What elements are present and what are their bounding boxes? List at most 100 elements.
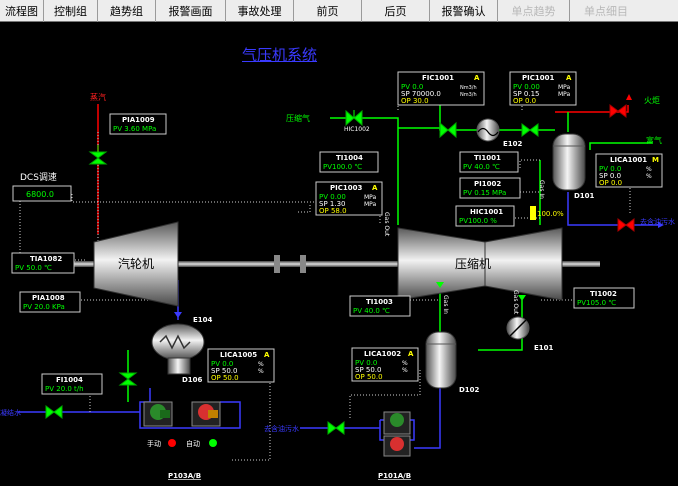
hic1001-bar-value: 100.0%: [537, 210, 564, 218]
pic1001-valve[interactable]: [521, 123, 539, 137]
d101-drain-valve[interactable]: [617, 218, 635, 232]
to-water-label: 去含油污水: [640, 217, 675, 226]
lica1005-sp-unit: %: [258, 368, 264, 375]
steam-control-valve[interactable]: [88, 145, 108, 165]
lica1005-pv-unit: %: [258, 361, 264, 368]
rich-gas-label: 富气: [646, 135, 662, 145]
fic1001-sp: SP 70000.0: [401, 90, 441, 98]
pump-p101a[interactable]: [383, 411, 411, 435]
lica1002-valve[interactable]: [327, 421, 345, 435]
lica1005-sp: SP 50.0: [211, 367, 237, 375]
condensate-label: 凝结水: [0, 408, 21, 417]
pia1008-box[interactable]: PIA1008 PV 20.0 KPa: [19, 291, 81, 313]
hic1001-box[interactable]: HIC1001 PV100.0 %: [455, 205, 515, 227]
lica1001-pv-unit: %: [646, 166, 652, 173]
menu-trend-group[interactable]: 趋势组: [98, 0, 156, 22]
e104-label: E104: [193, 316, 213, 324]
fi1004-tag: FI1004: [56, 376, 83, 384]
lica1002-box[interactable]: LICA1002 A PV 0.0 % SP 50.0 % OP 50.0: [351, 347, 419, 382]
pic1003-tag: PIC1003: [330, 184, 362, 192]
lica1005-mode: A: [264, 351, 270, 359]
auto-label: 自动: [186, 439, 200, 448]
pic1001-pv-unit: MPa: [558, 84, 571, 91]
fic1001-valve[interactable]: [439, 121, 457, 139]
lica1002-sp: SP 50.0: [355, 366, 381, 374]
ti1003-pv: PV 40.0 ℃: [353, 307, 390, 315]
lica1001-op: OP 0.0: [599, 179, 622, 187]
pump-p101b[interactable]: [383, 435, 411, 457]
lica1005-op: OP 50.0: [211, 374, 239, 382]
pic1003-sp: SP 1.30: [319, 200, 345, 208]
lica1001-mode: M: [652, 156, 659, 164]
e104-condenser[interactable]: [151, 323, 205, 375]
pump-p103a[interactable]: [143, 401, 173, 427]
auto-lamp[interactable]: [209, 439, 217, 447]
pic1001-box[interactable]: PIC1001 A PV 0.00 MPa SP 0.15 MPa OP 0.0: [509, 71, 577, 106]
comp-gas-label: 压缩气: [286, 113, 310, 123]
dcs-speed-box[interactable]: 6800.0: [12, 185, 72, 202]
gas-out-label-2: Gas Out: [512, 290, 519, 315]
flare-valve[interactable]: [609, 104, 627, 118]
fic1001-mode: A: [474, 74, 480, 82]
fi1004-box[interactable]: FI1004 PV 20.0 t/h: [41, 373, 103, 395]
e101-cooler[interactable]: [506, 316, 530, 340]
gas-in-label-2: Gas In: [538, 180, 545, 199]
ti1004-tag: TI1004: [336, 154, 363, 162]
to-water-label-2: 去含油污水: [264, 424, 299, 433]
d101-drum[interactable]: [552, 133, 586, 191]
pic1003-op: OP 58.0: [319, 207, 347, 215]
dcs-speed-value: 6800.0: [26, 190, 54, 199]
fic1001-pv-unit: Nm3/h: [460, 85, 477, 91]
ti1003-box[interactable]: TI1003 PV 40.0 ℃: [349, 295, 411, 317]
pic1003-pv: PV 0.00: [319, 193, 346, 201]
turbine-label: 汽轮机: [118, 256, 154, 271]
pi1002-box[interactable]: PI1002 PV 0.15 MPa: [459, 177, 521, 199]
ti1001-box[interactable]: TI1001 PV 40.0 ℃: [459, 151, 519, 173]
d102-label: D102: [459, 386, 480, 394]
pump-p103b[interactable]: [191, 401, 221, 427]
ti1004-box[interactable]: TI1004 PV100.0 ℃: [319, 151, 379, 173]
pia1009-box[interactable]: PIA1009 PV 3.60 MPa: [109, 113, 167, 135]
menu-single-trend[interactable]: 单点趋势: [498, 0, 570, 22]
ti1001-pv: PV 40.0 ℃: [463, 163, 500, 171]
lica1001-box[interactable]: LICA1001 M PV 0.0 % SP 0.0 % OP 0.0: [595, 153, 663, 188]
menu-alarm-ack[interactable]: 报警确认: [430, 0, 498, 22]
menu-prev-page[interactable]: 前页: [294, 0, 362, 22]
menu-alarm-screen[interactable]: 报警画面: [156, 0, 226, 22]
p101-label: P101A/B: [378, 472, 411, 480]
hic1001-bar: 100.0%: [530, 206, 564, 220]
menu-control-group[interactable]: 控制组: [44, 0, 98, 22]
menu-next-page[interactable]: 后页: [362, 0, 430, 22]
pic1001-tag: PIC1001: [522, 74, 554, 82]
lica1005-tag: LICA1005: [220, 351, 257, 359]
page-title: 气压机系统: [242, 46, 318, 64]
condensate-valve[interactable]: [45, 405, 63, 419]
ti1002-box[interactable]: TI1002 PV105.0 ℃: [573, 287, 635, 309]
lica1005-box[interactable]: LICA1005 A PV 0.0 % SP 50.0 % OP 50.0: [207, 348, 275, 383]
pia1008-tag: PIA1008: [32, 294, 65, 302]
menu-flowchart[interactable]: 流程图: [0, 0, 44, 22]
pi1002-pv: PV 0.15 MPa: [463, 189, 506, 197]
lica1001-tag: LICA1001: [610, 156, 647, 164]
compressor-label: 压缩机: [455, 256, 491, 271]
pi1002-tag: PI1002: [474, 180, 501, 188]
d102-drum[interactable]: [425, 331, 457, 389]
tia1082-box[interactable]: TIA1082 PV 50.0 ℃: [11, 252, 75, 274]
manual-lamp[interactable]: [168, 439, 176, 447]
menu-incident-handling[interactable]: 事故处理: [226, 0, 294, 22]
hic1002-valve[interactable]: [345, 109, 363, 127]
e102-exchanger[interactable]: [476, 118, 500, 142]
p103-label: P103A/B: [168, 472, 201, 480]
fic1001-sp-unit: Nm3/h: [460, 92, 477, 98]
lica1001-sp-unit: %: [646, 173, 652, 180]
menu-single-detail[interactable]: 单点细目: [584, 5, 628, 18]
pic1003-box[interactable]: PIC1003 A PV 0.00 MPa SP 1.30 MPa OP 58.…: [315, 181, 383, 216]
fic1001-box[interactable]: FIC1001 A PV 0.0 Nm3/h SP 70000.0 Nm3/h …: [397, 71, 485, 106]
lica1002-pv: PV 0.0: [355, 359, 377, 367]
ti1004-pv: PV100.0 ℃: [323, 163, 362, 171]
hic1001-pv: PV100.0 %: [459, 217, 497, 225]
ti1001-tag: TI1001: [474, 154, 501, 162]
lica1005-valve[interactable]: [118, 372, 138, 386]
